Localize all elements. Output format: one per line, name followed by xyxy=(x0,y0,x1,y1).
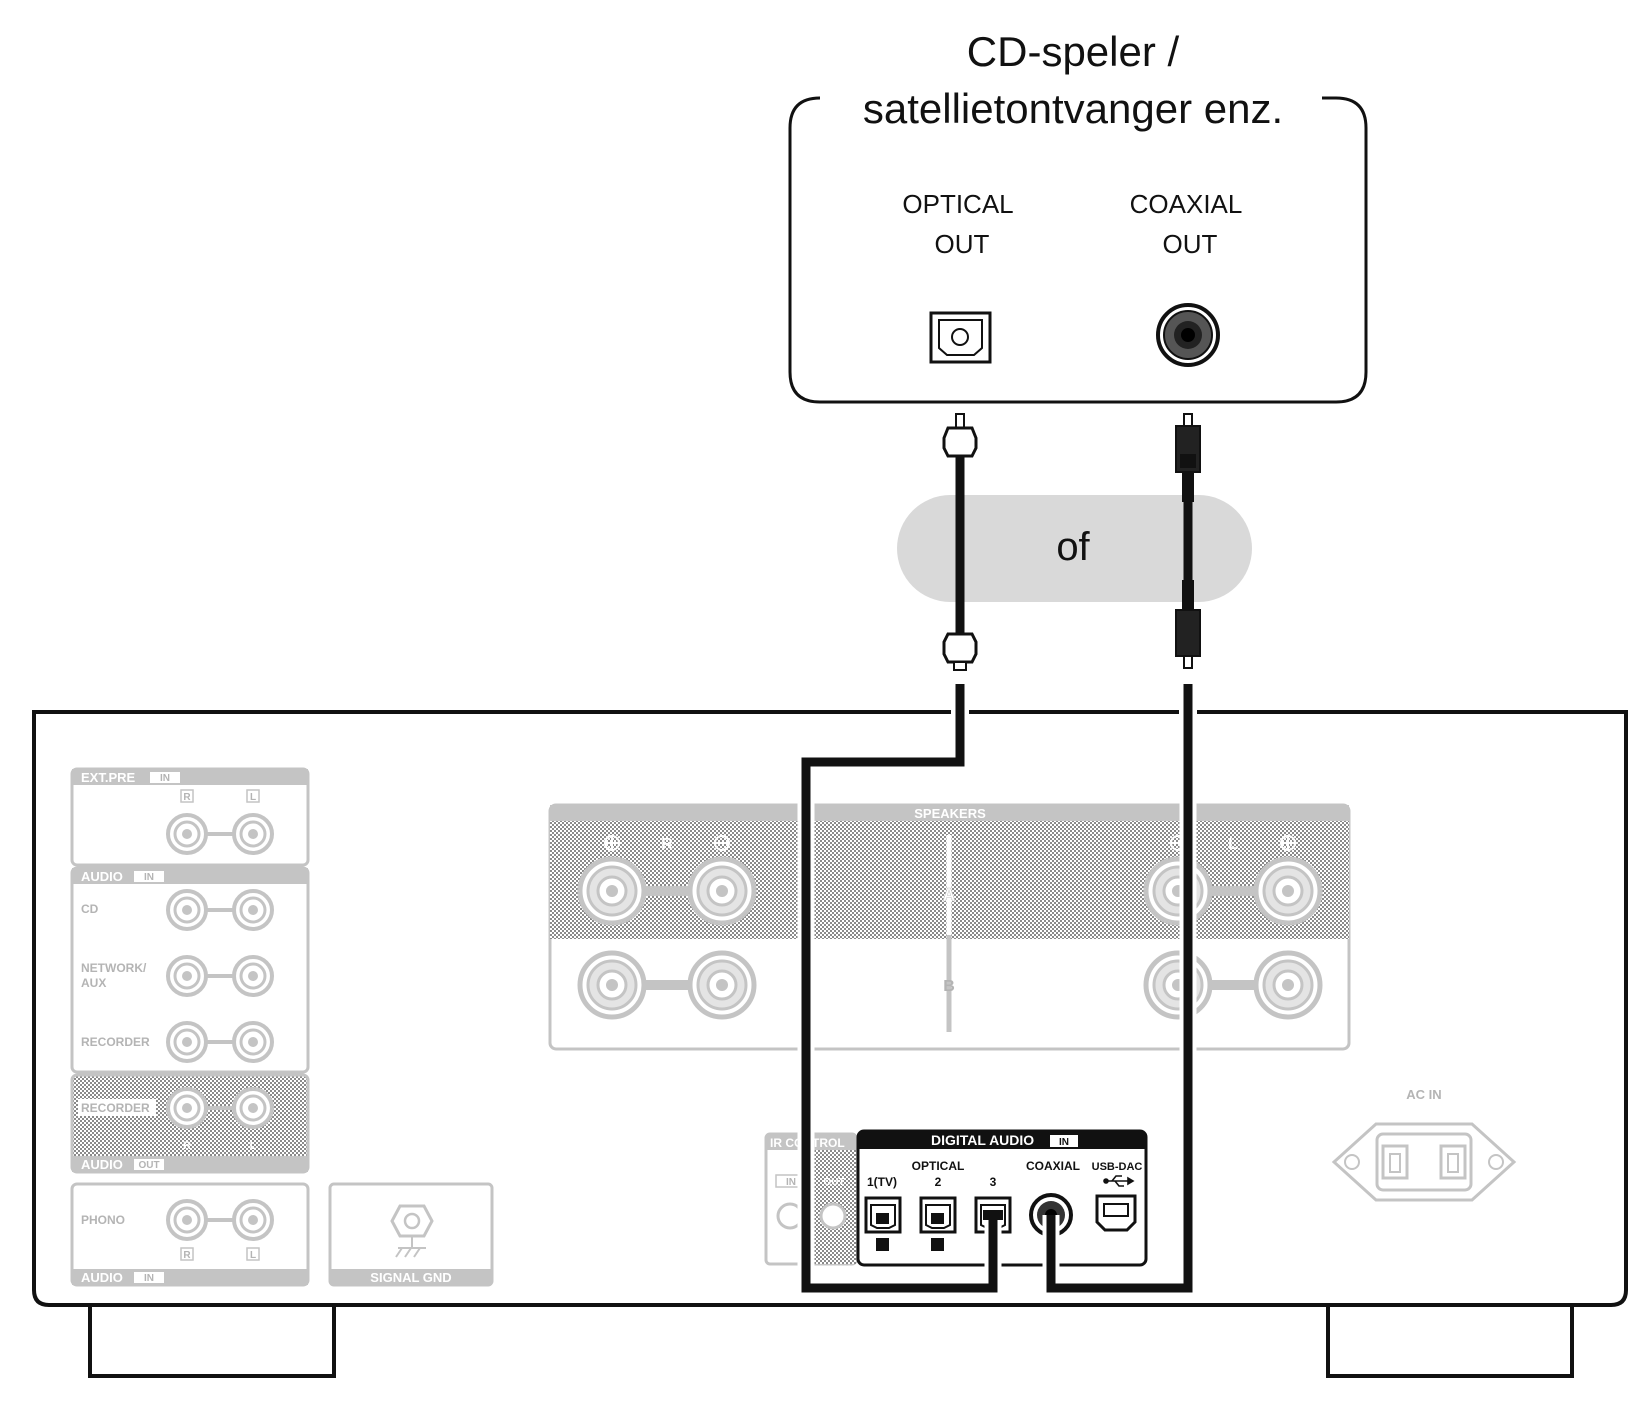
speaker-b-l-minus-terminal xyxy=(1146,953,1210,1017)
audio-out-recorder-label: RECORDER xyxy=(81,1101,150,1115)
audio-out-section: RECORDER R L AUDIO OUT xyxy=(70,1073,310,1174)
speaker-a-r-minus-terminal xyxy=(690,859,754,923)
speakers-section: SPEAKERS R L A B xyxy=(548,803,1351,1051)
ir-control-in: IN xyxy=(786,1177,796,1188)
optical-out-jack xyxy=(929,311,992,364)
speaker-a-r-plus-terminal xyxy=(580,859,644,923)
source-device-title-line2: satellietontvanger enz. xyxy=(863,85,1283,132)
speakers-a: A xyxy=(943,885,956,905)
speakers-b: B xyxy=(943,978,955,995)
amplifier-rear-panel: EXT.PRE IN R L AUDIO IN CD NETWORK/ AUX xyxy=(32,710,1628,1378)
network-l-jack xyxy=(232,955,274,997)
coaxial-cable xyxy=(1175,413,1201,669)
optical-out-label-line2: OUT xyxy=(935,229,990,259)
source-device-title-line1: CD-speler / xyxy=(967,28,1180,75)
coaxial-out-jack xyxy=(1156,303,1220,367)
ext-pre-section: EXT.PRE IN R L xyxy=(70,767,310,867)
network-r-jack xyxy=(166,955,208,997)
speaker-b-l-plus-terminal xyxy=(1256,953,1320,1017)
audio-out-badge: OUT xyxy=(138,1160,159,1171)
coaxial-out-label-line1: COAXIAL xyxy=(1130,189,1243,219)
speaker-b-r-plus-terminal xyxy=(580,953,644,1017)
phono-title: AUDIO xyxy=(81,1270,123,1285)
speaker-a-l-minus-terminal xyxy=(1146,859,1210,923)
ac-in-section: AC IN xyxy=(1331,1087,1517,1202)
cable-routing xyxy=(797,684,1197,1297)
audio-in-cd-label: CD xyxy=(81,902,99,916)
coaxial-out-label-line2: OUT xyxy=(1163,229,1218,259)
optical-cable xyxy=(942,413,978,671)
signal-gnd-label: SIGNAL GND xyxy=(370,1270,451,1285)
optical-out-label-line1: OPTICAL xyxy=(902,189,1013,219)
audio-in-title: AUDIO xyxy=(81,869,123,884)
audio-in-section: AUDIO IN CD NETWORK/ AUX RECORDER xyxy=(70,866,310,1074)
or-separator: of xyxy=(897,495,1252,602)
ir-control-out: OUT xyxy=(823,1177,844,1188)
optical-cable-route xyxy=(801,684,998,1293)
speakers-title: SPEAKERS xyxy=(914,806,986,821)
recorder-in-r-jack xyxy=(166,1021,208,1063)
phono-badge: IN xyxy=(144,1273,154,1284)
audio-out-r: R xyxy=(183,1140,191,1152)
audio-in-aux-label: AUX xyxy=(81,976,106,990)
optical-port-2-label: 2 xyxy=(935,1175,942,1189)
optical-in-2-jack xyxy=(919,1196,957,1251)
ext-pre-l: L xyxy=(250,792,256,803)
phono-r-jack xyxy=(166,1199,208,1241)
speaker-b-r-minus-terminal xyxy=(690,953,754,1017)
audio-out-l: L xyxy=(250,1140,257,1152)
source-device-frame xyxy=(788,96,1368,404)
optical-port-1-label: 1(TV) xyxy=(867,1175,897,1189)
ir-out-jack xyxy=(819,1202,847,1230)
usb-dac-port xyxy=(1095,1194,1137,1232)
coaxial-cable-route xyxy=(1046,684,1193,1293)
phono-l-jack xyxy=(232,1199,274,1241)
or-pill xyxy=(897,495,1252,602)
optical-in-1-jack xyxy=(864,1196,902,1251)
recorder-in-l-jack xyxy=(232,1021,274,1063)
right-foot xyxy=(1326,1305,1574,1378)
ext-pre-badge: IN xyxy=(160,773,170,784)
audio-in-badge: IN xyxy=(144,872,154,883)
audio-out-title: AUDIO xyxy=(81,1157,123,1172)
signal-gnd-section: SIGNAL GND xyxy=(328,1182,494,1287)
speakers-r: R xyxy=(661,836,673,853)
ext-pre-r-jack xyxy=(166,813,208,855)
phono-r: R xyxy=(183,1250,191,1261)
cd-r-jack xyxy=(166,889,208,931)
audio-in-network-label: NETWORK/ xyxy=(81,961,147,975)
speakers-l: L xyxy=(1228,836,1238,853)
left-foot xyxy=(88,1305,336,1378)
ext-pre-r: R xyxy=(183,792,191,803)
ext-pre-l-jack xyxy=(232,813,274,855)
usb-dac-label: USB-DAC xyxy=(1092,1161,1143,1173)
speaker-a-l-plus-terminal xyxy=(1256,859,1320,923)
source-device: CD-speler / satellietontvanger enz. OPTI… xyxy=(788,28,1368,404)
ac-in-label: AC IN xyxy=(1406,1087,1441,1102)
phono-section: PHONO R L AUDIO IN xyxy=(70,1182,310,1287)
phono-l: L xyxy=(250,1250,256,1261)
digital-audio-in-section: DIGITAL AUDIO IN OPTICAL 1(TV) 2 3 COAXI… xyxy=(856,1129,1148,1267)
phono-label: PHONO xyxy=(81,1213,125,1227)
recorder-out-r-jack xyxy=(166,1087,208,1129)
cd-l-jack xyxy=(232,889,274,931)
or-label: of xyxy=(1056,525,1090,569)
digital-audio-badge: IN xyxy=(1059,1137,1069,1148)
coaxial-label: COAXIAL xyxy=(1026,1159,1080,1173)
optical-group-label: OPTICAL xyxy=(912,1159,965,1173)
audio-in-recorder-label: RECORDER xyxy=(81,1035,150,1049)
optical-port-3-label: 3 xyxy=(990,1175,997,1189)
digital-audio-title: DIGITAL AUDIO xyxy=(931,1132,1034,1148)
ext-pre-title: EXT.PRE xyxy=(81,770,136,785)
usb-icon xyxy=(1103,1175,1135,1187)
recorder-out-l-jack xyxy=(232,1087,274,1129)
